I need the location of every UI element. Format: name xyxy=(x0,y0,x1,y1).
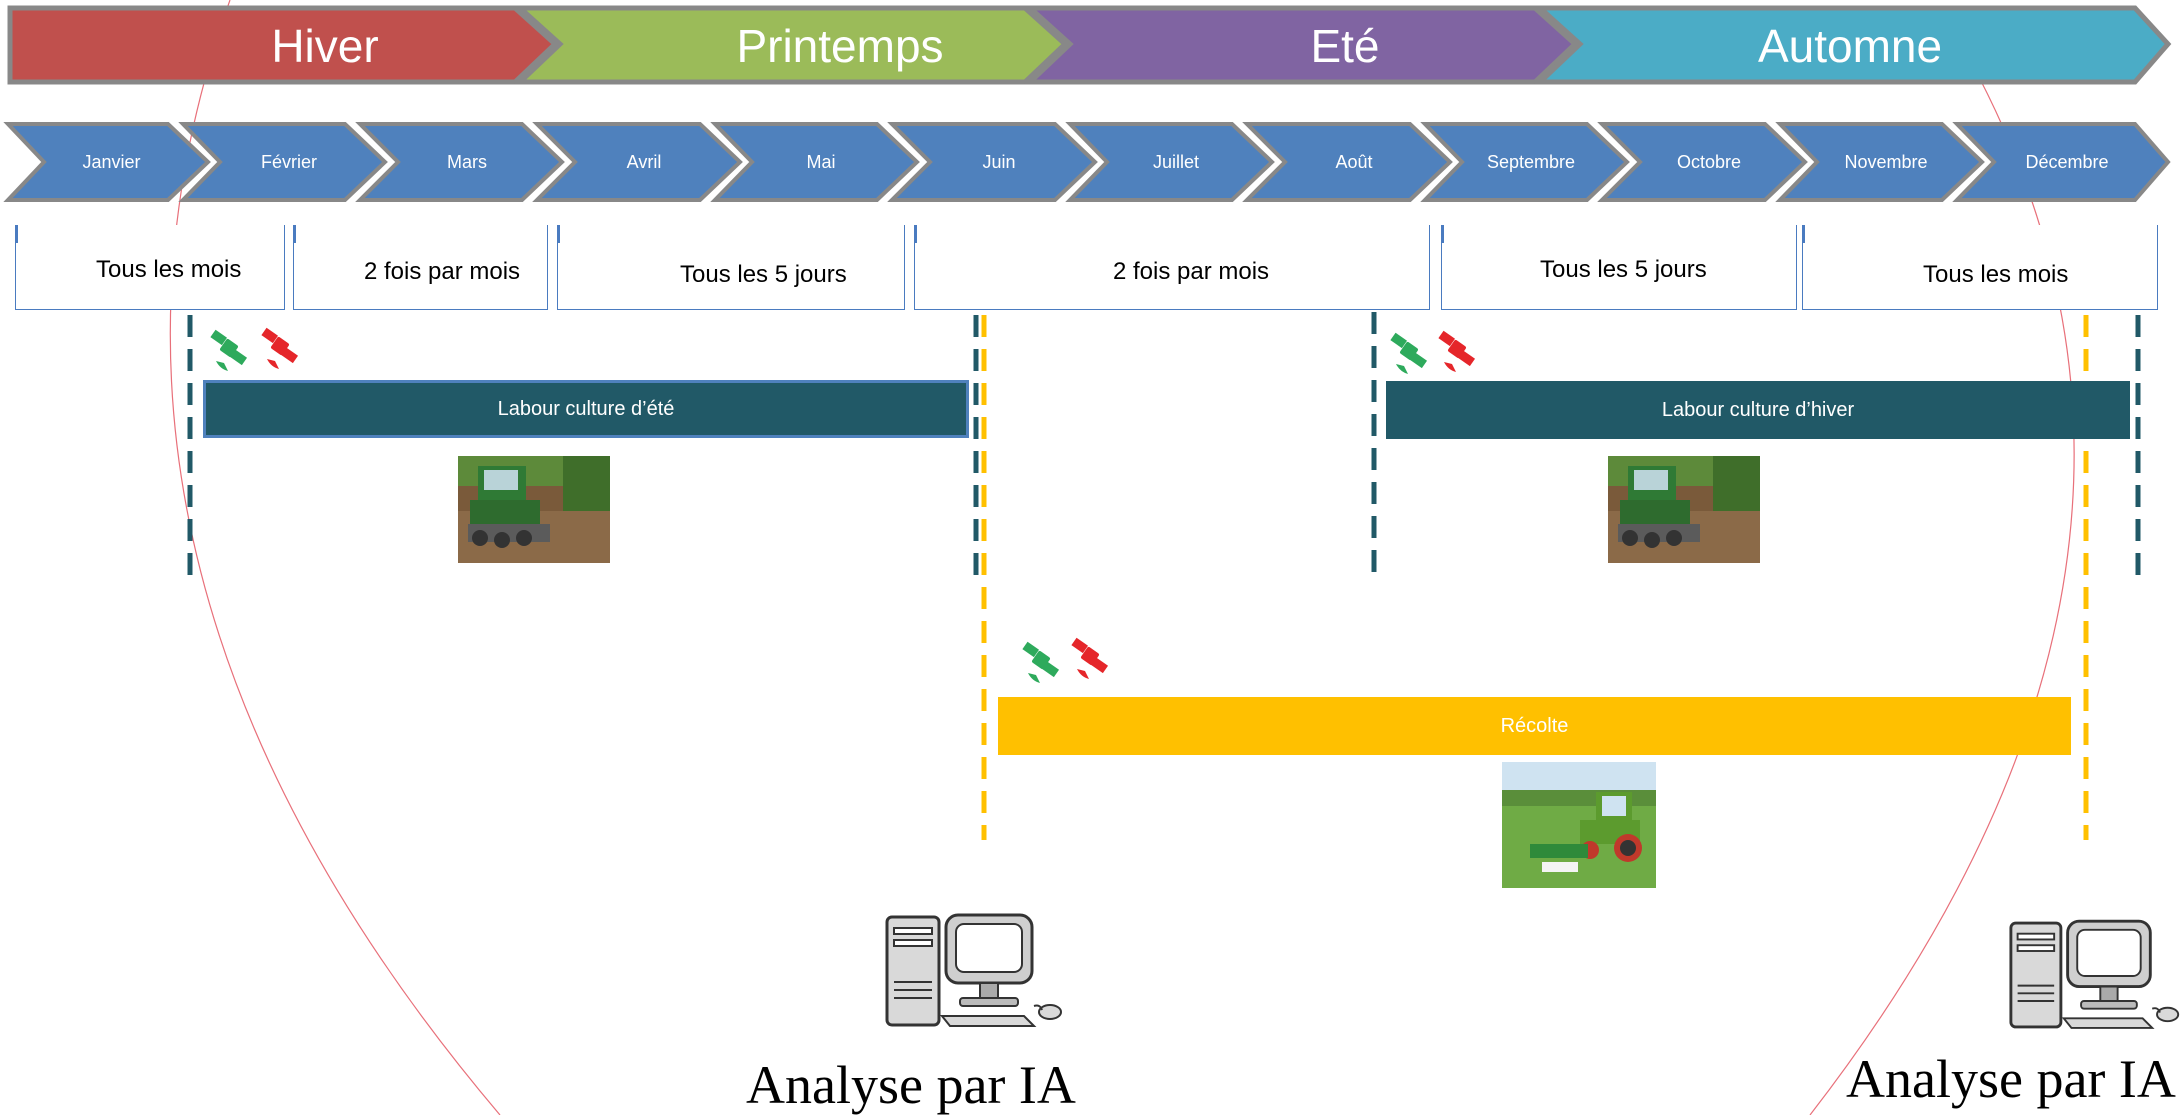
harvest-bar: Récolte xyxy=(998,697,2071,755)
frequency-box-4: 2 fois par mois xyxy=(914,225,1430,310)
satellite-icon xyxy=(1390,330,1476,374)
frequency-box-5: Tous les 5 jours xyxy=(1441,225,1797,310)
month-juin-shape xyxy=(887,122,1098,202)
frequency-box-1: Tous les mois xyxy=(15,225,285,310)
frequency-label-1: Tous les mois xyxy=(96,256,242,283)
month-septembre: Septembre xyxy=(1486,152,1576,172)
tractor-tillage-photo xyxy=(1608,456,1760,563)
winter-tillage-bar: Labour culture d’hiver xyxy=(1386,381,2130,439)
seasons-band xyxy=(7,5,2172,85)
tractor-tillage-photo xyxy=(458,456,610,563)
month-septembre-shape xyxy=(1420,122,1630,202)
frequency-label-5: Tous les 5 jours xyxy=(1540,256,1707,283)
analysis-label-left: Analyse par IA xyxy=(746,1055,1076,1115)
month-aout-shape xyxy=(1242,122,1453,202)
month-janvier: Janvier xyxy=(82,152,141,172)
month-fevrier-shape xyxy=(178,122,388,202)
frequency-label-3: Tous les 5 jours xyxy=(680,261,847,288)
computer-icon xyxy=(885,913,1062,1027)
season-ete: Eté xyxy=(1310,20,1380,72)
season-automne: Automne xyxy=(1757,20,1943,72)
season-printemps-shape xyxy=(513,5,1069,85)
satellite-icon xyxy=(1022,637,1109,683)
season-ete-shape xyxy=(1023,5,1579,85)
month-avril: Avril xyxy=(626,152,662,172)
month-novembre-shape xyxy=(1775,122,1985,202)
tractor-harvest-photo xyxy=(1502,762,1656,888)
frequency-box-2: 2 fois par mois xyxy=(293,225,548,310)
month-decembre: Décembre xyxy=(2025,152,2109,172)
month-novembre: Novembre xyxy=(1844,152,1928,172)
month-juillet: Juillet xyxy=(1152,152,1200,172)
month-juillet-shape xyxy=(1065,122,1275,202)
months-band xyxy=(3,122,2171,202)
month-decembre-shape xyxy=(1952,122,2171,202)
month-mai: Mai xyxy=(806,152,836,172)
summer-tillage-bar: Labour culture d’été xyxy=(203,380,969,438)
frequency-label-2: 2 fois par mois xyxy=(364,258,521,285)
analysis-label-right: Analyse par IA xyxy=(1846,1049,2176,1109)
month-mai-shape xyxy=(710,122,920,202)
computer-icon xyxy=(2009,919,2180,1029)
frequency-label-6: Tous les mois xyxy=(1923,261,2069,288)
satellite-icon xyxy=(210,327,299,371)
frequency-box-3: Tous les 5 jours xyxy=(557,225,905,310)
month-fevrier: Février xyxy=(260,152,317,172)
frequency-label-4: 2 fois par mois xyxy=(1113,258,1270,285)
month-octobre: Octobre xyxy=(1676,152,1742,172)
month-mars: Mars xyxy=(447,152,487,172)
month-octobre-shape xyxy=(1597,122,1808,202)
month-janvier-shape xyxy=(3,122,211,202)
month-avril-shape xyxy=(532,122,743,202)
frequency-box-6: Tous les mois xyxy=(1802,225,2158,310)
month-juin: Juin xyxy=(982,152,1016,172)
month-aout: Août xyxy=(1335,152,1373,172)
season-hiver-shape xyxy=(7,5,559,85)
season-automne-shape xyxy=(1533,5,2172,85)
season-hiver: Hiver xyxy=(271,20,379,72)
month-mars-shape xyxy=(355,122,565,202)
season-printemps: Printemps xyxy=(736,20,944,72)
